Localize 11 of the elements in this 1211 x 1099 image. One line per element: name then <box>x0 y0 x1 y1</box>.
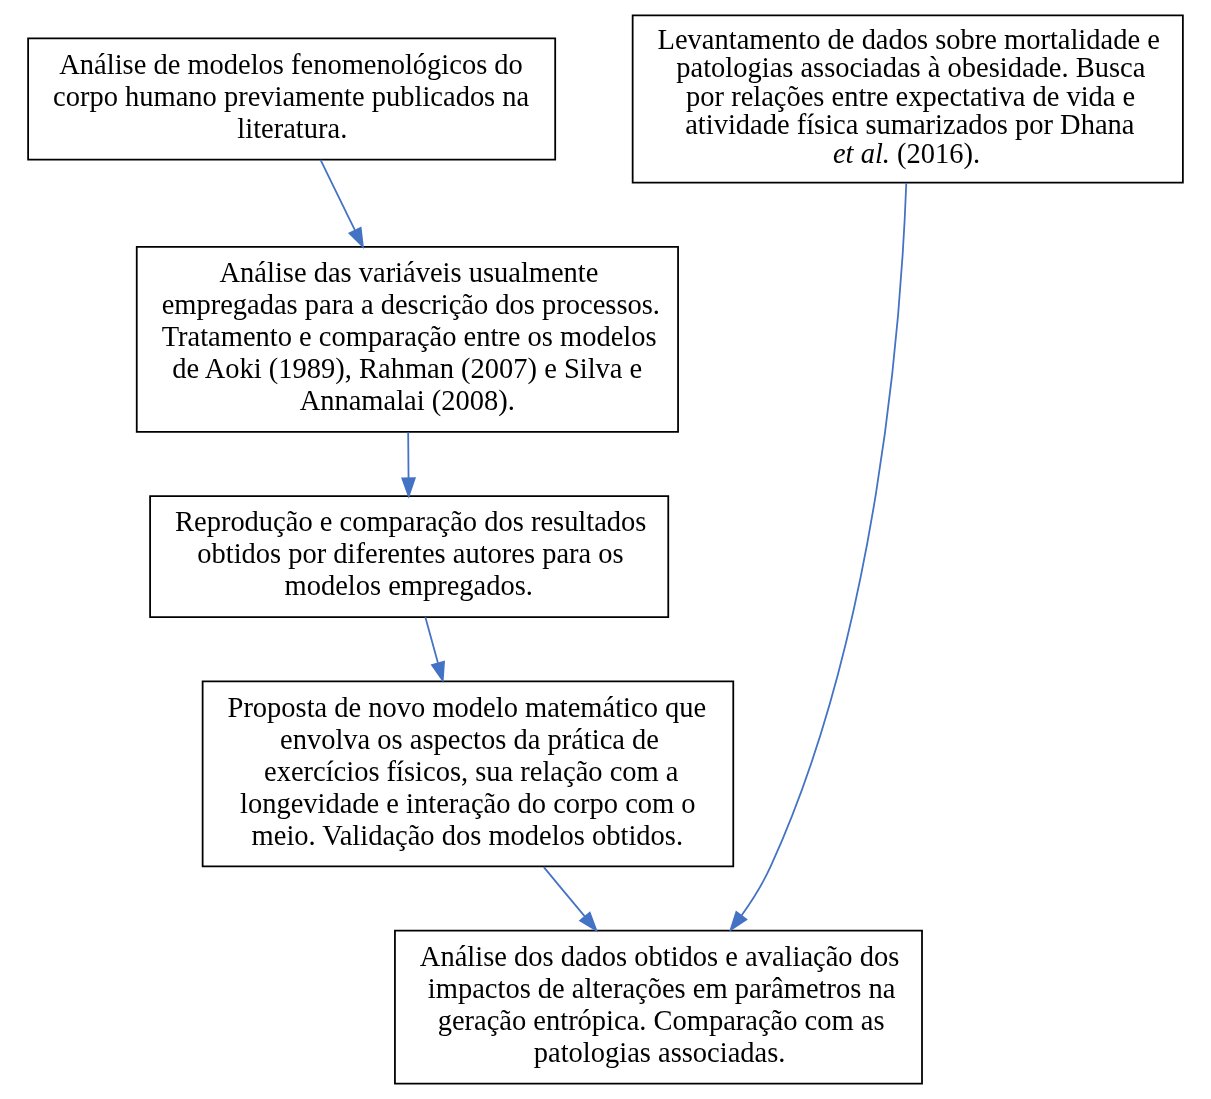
node-box: Análise dos dados obtidos e avaliação dos impactos de alterações em parâmetros na geração entrópica. Comparação com as patologias associadas. <box>394 929 923 1085</box>
arrow <box>729 182 908 933</box>
node-box: Proposta de novo modelo matemático que envolva os aspectos da prática de exercícios físicos, sua relação com a longevidade e interação do corpo com o meio. Validação dos modelos obtidos. <box>201 680 735 868</box>
node-box: Análise de modelos fenomenológicos do corpo humano previamente publicados na literatura. <box>27 37 557 161</box>
node-box: Levantamento de dados sobre mortalidade e patologias associadas à obesidade. Busca por relações entre expectativa de vida e atividade física sumarizados por Dhana et al. (2016). <box>631 14 1184 184</box>
arrow <box>401 431 416 499</box>
arrow <box>319 159 365 249</box>
node-box: Análise das variáveis usualmente empregadas para a descrição dos processos. Tratamento e comparação entre os modelos de Aoki (1989), Rahman (2007) e Silva e Annamalai (2008). <box>135 245 679 433</box>
arrow <box>424 616 445 684</box>
node-box: Reprodução e comparação dos resultados obtidos por diferentes autores para os modelos empregados. <box>149 495 670 619</box>
arrow <box>542 866 599 933</box>
